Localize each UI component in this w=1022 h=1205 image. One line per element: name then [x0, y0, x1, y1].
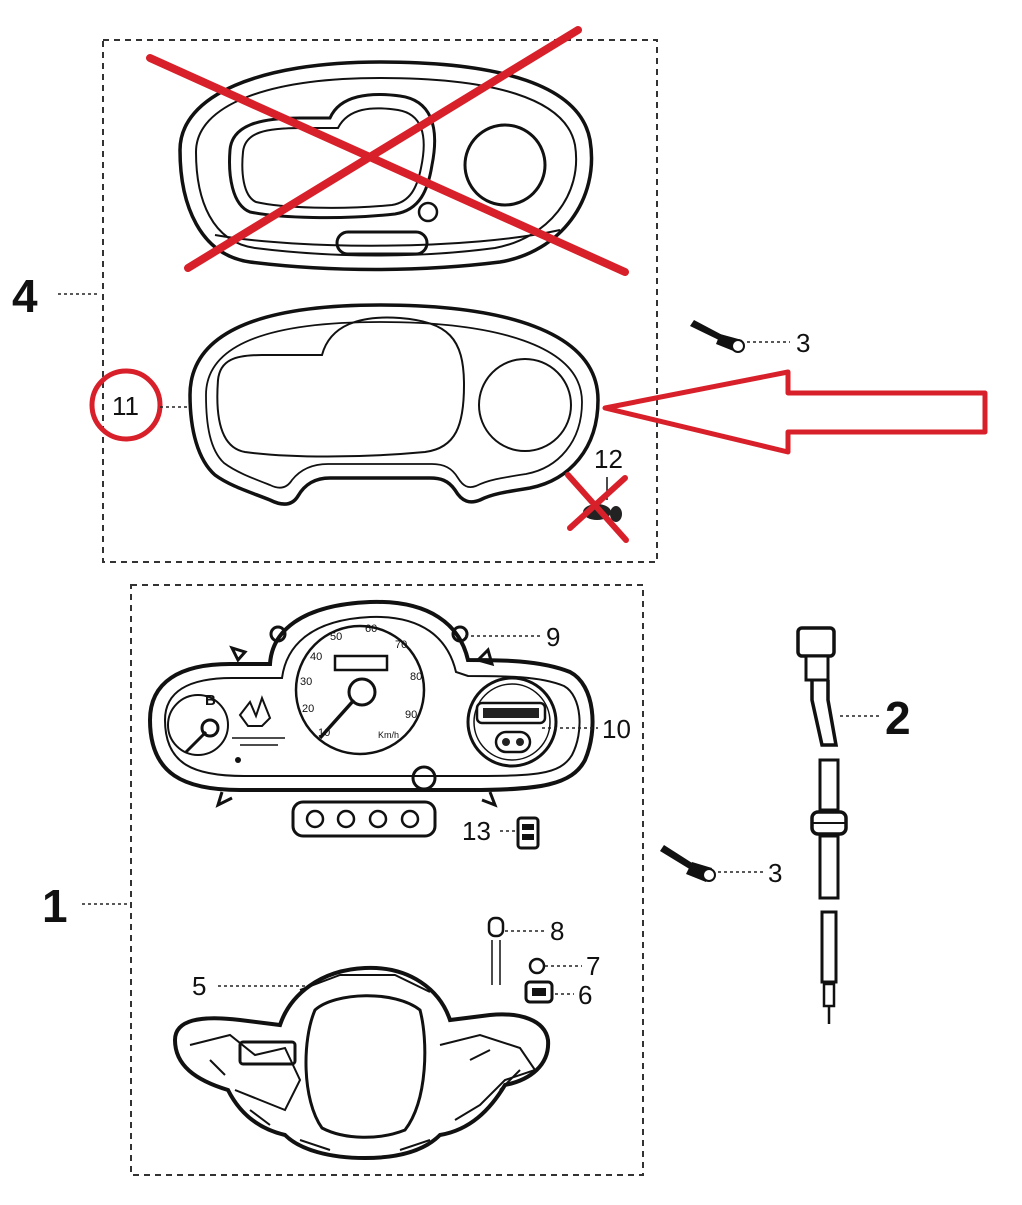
bulb-part-7 — [528, 957, 546, 975]
callout-11: 11 — [112, 391, 139, 421]
callout-2: 2 — [885, 692, 911, 744]
callout-12: 12 — [594, 444, 623, 474]
speedo-tick-20: 20 — [302, 703, 314, 715]
speedo-tick-10: 10 — [318, 727, 330, 739]
bulb-part-8 — [487, 916, 505, 985]
speedo-unit: Km/h — [378, 730, 399, 740]
speedo-tick-90: 90 — [405, 709, 417, 721]
rear-housing-part-5 — [172, 965, 551, 1161]
connector-part-13 — [516, 816, 540, 850]
callout-1: 1 — [42, 880, 68, 932]
svg-text:B: B — [205, 692, 216, 709]
group-1-box — [130, 584, 644, 1176]
screw-part-3-top — [690, 320, 745, 353]
speedo-tick-50: 50 — [330, 631, 342, 643]
callout-3-bottom: 3 — [768, 858, 782, 888]
callout-6: 6 — [578, 980, 592, 1010]
callout-8: 8 — [550, 916, 564, 946]
speedo-tick-40: 40 — [310, 651, 322, 663]
cross-out-mark-cover — [146, 26, 629, 276]
speedo-tick-80: 80 — [410, 671, 422, 683]
highlight-circle-11 — [89, 368, 163, 442]
callout-9: 9 — [546, 622, 560, 652]
instrument-lens-part-11 — [188, 303, 600, 506]
speedo-tick-60: 60 — [365, 623, 377, 635]
callout-10: 10 — [602, 714, 631, 744]
callout-7: 7 — [586, 951, 600, 981]
screw-part-3-bottom — [660, 845, 716, 882]
socket-part-6 — [524, 980, 554, 1004]
callout-3-top: 3 — [796, 328, 810, 358]
callout-4: 4 — [12, 270, 38, 322]
speedometer-scale: 10 20 30 40 50 60 70 80 90 Km/h — [300, 623, 422, 740]
group-4-box — [102, 39, 658, 563]
speedo-tick-30: 30 — [300, 676, 312, 688]
speedometer-cable-part-2 — [796, 626, 848, 1024]
callout-5: 5 — [192, 971, 206, 1001]
highlight-arrow — [602, 369, 988, 455]
cross-out-mark-screw — [565, 472, 629, 543]
old-dashboard-cover — [178, 60, 594, 272]
speedo-tick-70: 70 — [395, 639, 407, 651]
instrument-cluster: B — [147, 599, 595, 838]
callout-13: 13 — [462, 816, 491, 846]
